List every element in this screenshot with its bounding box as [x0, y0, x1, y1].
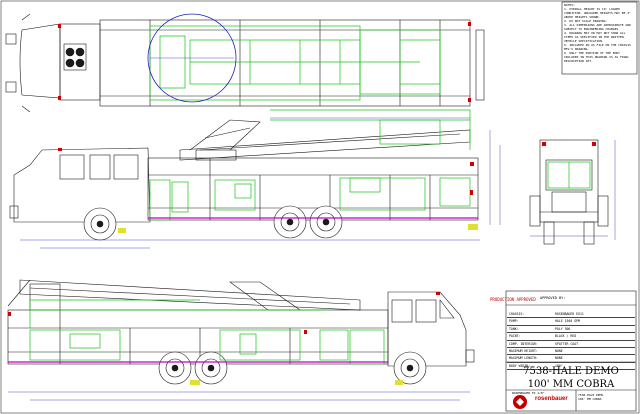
spec-row: PUMP: HALE 1500 GPM: [507, 318, 635, 326]
plan-green-overlay: [149, 25, 441, 101]
production-approved-stamp: PRODUCTION APPROVED: [490, 297, 536, 302]
drawing-title-line1: 7538-HALE DEMO: [523, 366, 619, 377]
drawing-notes: NOTES: 1. OVERALL HEIGHT IS 10' LOADED C…: [564, 3, 636, 63]
side-wheels-officer: [158, 351, 427, 385]
spec-key: BODY WIDTH:: [509, 363, 531, 368]
spec-value: NONE: [555, 348, 563, 353]
spec-key: PUMP:: [509, 319, 519, 324]
note-line: 2. DO NOT SCALE DRAWING.: [564, 19, 608, 23]
drawing-number-line: 7538-HALE DEMO: [578, 393, 604, 397]
rosenbauer-logo: [513, 395, 527, 409]
spec-row: BODY WIDTH: 100": [507, 363, 635, 371]
spec-key: MAXIMUM LENGTH:: [509, 356, 538, 361]
brand-name: rosenbauer: [535, 396, 568, 402]
note-line: 5. INCLUDED IN AS FILE ON THE CHASSIS MF…: [564, 43, 631, 51]
note-line: NOTES:: [564, 3, 575, 7]
drawing-number: 7538-HALE DEMO 100' MM COBRA: [578, 393, 634, 401]
spec-value: SPATTER COAT: [555, 341, 579, 346]
side-view-driver: [9, 119, 479, 223]
spec-row: COMP. INTERIOR: SPATTER COAT: [507, 341, 635, 348]
spec-value: ROSENBAUER EG11: [555, 312, 584, 316]
rear-view: [529, 139, 609, 245]
rear-green-overlay: [547, 161, 591, 189]
rear-red-lights: [542, 142, 596, 146]
turntable-circle: [147, 13, 237, 103]
officer-yellow-marks: [190, 380, 403, 385]
spec-value: HALE 1500 GPM: [555, 319, 580, 324]
approved-by-label: APPROVED BY:: [540, 296, 566, 300]
plan-view: [5, 13, 485, 113]
spec-key: MAXIMUM HEIGHT:: [509, 348, 538, 353]
spec-value: 100": [555, 363, 563, 368]
side-view-officer: [7, 279, 475, 367]
spec-row: MAXIMUM HEIGHT: NONE: [507, 348, 635, 356]
officer-green-overlay: [29, 299, 385, 365]
spec-row: CHASSIS: ROSENBAUER EG11: [507, 311, 635, 319]
note-line: 1. OVERALL HEIGHT IS 10' LOADED CONDITIO…: [564, 7, 631, 19]
spec-table: CHASSIS: ROSENBAUER EG11 PUMP: HALE 1500 G…: [507, 311, 635, 371]
drawing-number-line: 100' MM COBRA: [578, 397, 602, 401]
spec-row: TANK: POLY 300: [507, 326, 635, 334]
spec-value: NONE: [555, 356, 563, 361]
spec-row: PAINT: BLACK / RED: [507, 333, 635, 341]
spec-key: TANK:: [509, 326, 519, 331]
spec-key: COMP. INTERIOR:: [509, 341, 538, 346]
drawing-title-line2: 100' MM COBRA: [527, 379, 615, 390]
spec-key: PAINT:: [509, 334, 521, 339]
side-wheels-driver: [83, 205, 343, 241]
spec-key: CHASSIS:: [509, 312, 525, 316]
spec-value: BLACK / RED: [555, 334, 577, 339]
note-line: 4. DRAWING MAY OR MAY NOT SHOW ALL ITEMS…: [564, 31, 626, 43]
plan-red-lights: [58, 22, 471, 102]
spec-row: MAXIMUM LENGTH: NONE: [507, 355, 635, 363]
officer-red-lights: [8, 292, 440, 334]
side-yellow-marks: [118, 224, 478, 233]
side-red-lights: [58, 148, 474, 195]
fx-label: ROSENBAUER FX 1/8": [512, 391, 545, 395]
note-line: 6. ONLY THE PORTION OF THE BODY INCLUDED…: [564, 51, 630, 63]
spec-value: POLY 300: [555, 326, 571, 331]
officer-dimensions: [8, 391, 470, 401]
side-green-overlay: [149, 109, 471, 221]
note-line: 3. ALL DIMENSIONS ARE APPROXIMATE AND SU…: [564, 23, 631, 31]
side-dimensions: [20, 117, 501, 249]
notes-box: [561, 1, 638, 75]
